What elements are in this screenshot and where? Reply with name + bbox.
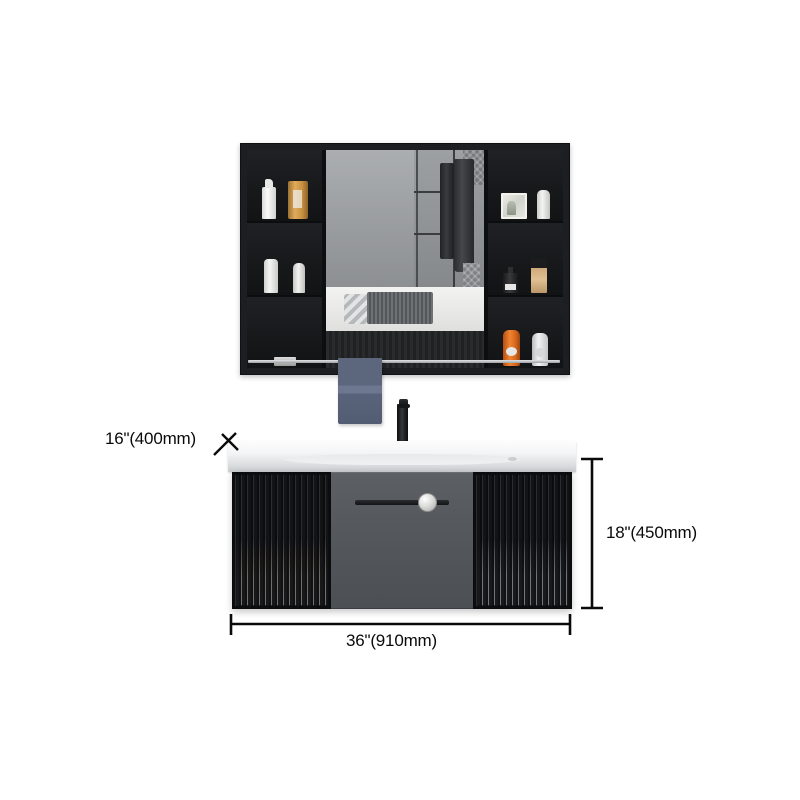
center-mirror[interactable] bbox=[324, 150, 486, 368]
reflection-dark-towel-inner bbox=[439, 163, 454, 259]
reflection-towel-rack-bar-lower bbox=[414, 232, 456, 235]
faucet-lever[interactable] bbox=[399, 399, 408, 406]
fluted-glass-door-right[interactable] bbox=[473, 472, 572, 609]
overflow-hole bbox=[508, 457, 517, 461]
left-shelf-top bbox=[247, 150, 323, 224]
height-dimension-label: 18"(450mm) bbox=[606, 523, 697, 542]
reflection-towel-rack-bar-upper bbox=[414, 191, 456, 194]
drawer-bar-handle[interactable] bbox=[354, 500, 450, 505]
left-shelf-middle bbox=[247, 223, 323, 297]
right-shelf-middle bbox=[487, 223, 563, 297]
left-shelf-bottom bbox=[247, 296, 323, 368]
fluted-glass-door-left[interactable] bbox=[232, 472, 331, 609]
mirror-cabinet-interior bbox=[247, 150, 563, 368]
towel-rail bbox=[248, 360, 560, 363]
white-spray-bottle-icon bbox=[536, 190, 550, 220]
amber-bottle-icon bbox=[287, 181, 308, 220]
reflection-wall-seam bbox=[416, 150, 418, 288]
vanity-cabinet bbox=[232, 472, 572, 609]
left-shelf-column bbox=[247, 150, 325, 368]
tan-black-bottle-icon bbox=[531, 258, 548, 293]
faucet-spout bbox=[397, 404, 410, 408]
depth-dimension-label: 16"(400mm) bbox=[105, 429, 196, 448]
left-door-contents bbox=[236, 540, 327, 605]
right-shelf-top bbox=[487, 150, 563, 224]
orange-bottle-icon bbox=[502, 329, 520, 366]
right-door-contents bbox=[477, 540, 568, 605]
reflection-pattern-panel-lower bbox=[463, 263, 481, 288]
gray-white-bottle-icon bbox=[531, 332, 548, 366]
faucet-body[interactable] bbox=[397, 404, 408, 450]
reflection-dark-towel-outer bbox=[453, 158, 475, 273]
mirror-cabinet[interactable] bbox=[240, 143, 570, 375]
white-pump-bottle-icon bbox=[261, 179, 276, 220]
right-shelf-column bbox=[485, 150, 563, 368]
right-shelf-bottom bbox=[487, 296, 563, 368]
reflection-gray-throw-blanket bbox=[367, 291, 434, 325]
countertop-basin bbox=[228, 441, 576, 472]
reflection-pillow bbox=[343, 293, 369, 325]
white-tube-icon bbox=[292, 262, 305, 293]
white-bottle-icon bbox=[264, 258, 279, 293]
hanging-towel bbox=[338, 358, 382, 424]
dark-perfume-bottle-icon bbox=[503, 266, 519, 293]
drawer-round-knob[interactable] bbox=[417, 493, 437, 512]
center-drawer[interactable] bbox=[330, 472, 474, 609]
basin-bowl bbox=[284, 454, 520, 465]
framed-picture-icon bbox=[500, 193, 527, 220]
width-dimension-label: 36"(910mm) bbox=[346, 631, 437, 650]
